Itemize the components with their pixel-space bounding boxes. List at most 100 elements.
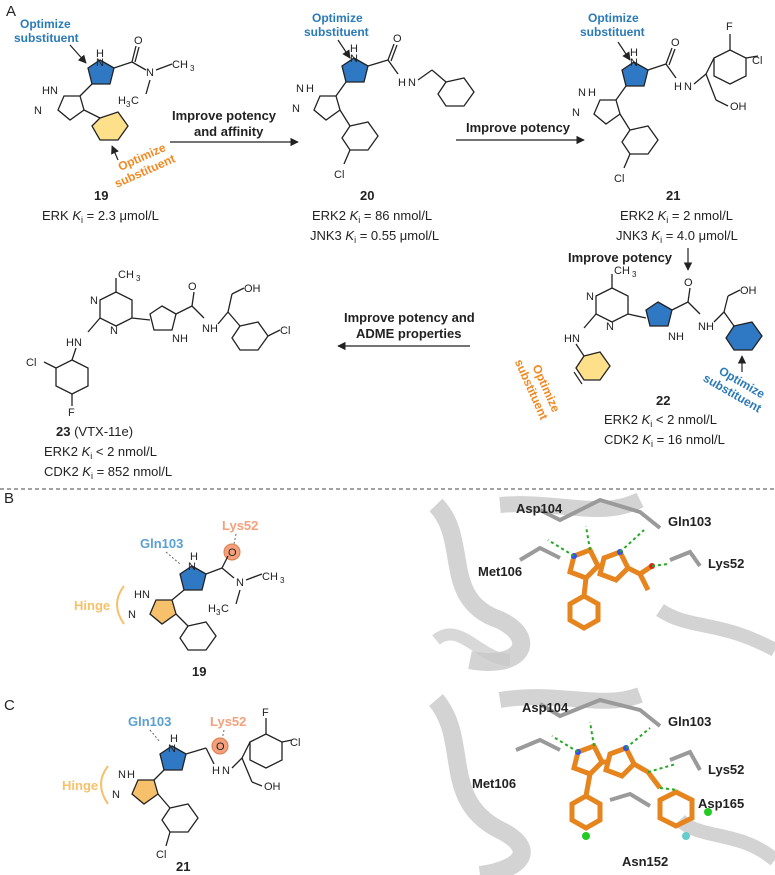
interactions-lys52: Lys52 <box>222 518 258 533</box>
step-label-20-21: Improve potency <box>466 120 571 135</box>
panel-label-a: A <box>6 3 16 20</box>
atom-hn: HN <box>564 333 580 345</box>
compound-20-structure: Optimize substituent H N O H N N H N Cl <box>292 11 475 181</box>
residue-lys52-b: Lys52 <box>708 556 744 571</box>
interactions-lys52: Lys52 <box>210 714 246 729</box>
optimize-label-19-top: Optimize <box>20 17 71 31</box>
interactions-hinge: Hinge <box>74 598 110 613</box>
compound-21-activity-1: ERK2 Ki = 2 nmol/L <box>620 208 733 225</box>
atom-sub3: 3 <box>126 100 131 109</box>
compound-22-id: 22 <box>656 393 670 408</box>
labels-optimize: Optimize <box>312 11 363 25</box>
atom-ch3: CH <box>118 269 134 281</box>
compound-23-structure: N N CH 3 HN Cl F NH O NH OH Cl <box>26 269 290 419</box>
residue-gln103-b: Gln103 <box>668 514 711 529</box>
panel-b-compound-label: 19 <box>192 664 206 679</box>
atom-n: N <box>296 83 304 95</box>
atom-n: N <box>112 789 120 801</box>
atom-n: N <box>222 765 230 777</box>
atom-h: H <box>350 43 358 55</box>
atom-n: N <box>292 103 300 115</box>
atom-n: N <box>118 769 126 781</box>
residue-asn152-c: Asn152 <box>622 854 668 869</box>
atom-sub3: 3 <box>632 270 637 279</box>
panel-c-compound-label: 21 <box>176 859 190 874</box>
atom-o: O <box>188 281 197 293</box>
atom-h: H <box>190 551 198 563</box>
interactions-gln103: Gln103 <box>140 536 183 551</box>
step-label-19-20-line2: and affinity <box>194 124 264 139</box>
atom-ch3: CH <box>172 59 188 71</box>
atom-n: N <box>146 67 154 79</box>
atom-n: N <box>606 321 614 333</box>
panel-label-b: B <box>4 490 14 507</box>
atom-n: N <box>572 107 580 119</box>
atom-n: N <box>34 105 42 117</box>
atom-h: H <box>674 81 682 93</box>
atom-n: N <box>188 561 196 573</box>
atom-h: H <box>212 765 220 777</box>
atom-h: H <box>588 87 596 99</box>
residue-lys52-c: Lys52 <box>708 762 744 777</box>
atom-cl: Cl <box>752 55 762 67</box>
atom-o: O <box>393 33 402 45</box>
atom-n: N <box>90 295 98 307</box>
atom-hn: HN <box>134 589 150 601</box>
arrow-optimize-19-top <box>69 44 87 64</box>
atom-cl: Cl <box>614 173 624 185</box>
atom-sub3: 3 <box>136 274 141 283</box>
atom-h: H <box>630 47 638 59</box>
compound-19-structure: Optimize substituent H N O N CH 3 H 3 C … <box>14 17 195 191</box>
atom-n: N <box>236 577 244 589</box>
hinge-arc-c <box>100 765 109 805</box>
atom-cl: Cl <box>334 169 344 181</box>
atom-cl: Cl <box>290 737 300 749</box>
compound-22-activity-1: ERK2 Ki < 2 nmol/L <box>604 412 717 429</box>
compound-23-activity-2: CDK2 Ki = 852 nmol/L <box>44 464 172 481</box>
arrow-optimize-19-bottom <box>111 145 119 161</box>
compound-19-id: 19 <box>94 188 108 203</box>
atom-sub3: 3 <box>280 576 285 585</box>
atom-n: N <box>96 57 104 69</box>
residue-gln103-c: Gln103 <box>668 714 711 729</box>
atom-h: H <box>306 83 314 95</box>
residue-met106-c: Met106 <box>472 776 516 791</box>
atom-o: O <box>684 277 693 289</box>
atom-n: N <box>630 57 638 69</box>
labels-substituent: substituent <box>304 25 369 39</box>
atom-oh: OH <box>740 285 757 297</box>
compound-19-activity: ERK Ki = 2.3 μmol/L <box>42 208 159 225</box>
atom-h3c: H <box>208 603 216 615</box>
atom-n: N <box>586 291 594 303</box>
atom-cl: Cl <box>280 325 290 337</box>
atom-h: H <box>127 769 135 781</box>
compound-21-id: 21 <box>666 188 680 203</box>
atom-nh: NH <box>172 333 188 345</box>
atom-oh: OH <box>730 101 747 113</box>
atom-n: N <box>168 743 176 755</box>
atom-ch3: CH <box>614 265 630 277</box>
interactions-gln103: Gln103 <box>128 714 171 729</box>
compound-20-activity-2: JNK3 Ki = 0.55 μmol/L <box>310 228 439 245</box>
step-label-19-20-line1: Improve potency <box>172 108 277 123</box>
panel-b-protein-view <box>429 492 775 671</box>
panel-c-protein-view <box>428 687 775 875</box>
lys52-contact-circle-c <box>211 737 229 755</box>
atom-h: H <box>96 48 104 60</box>
atom-sub3: 3 <box>216 608 221 617</box>
step-label-22-23-line1: Improve potency and <box>344 310 475 325</box>
step-label-22-23-line2: ADME properties <box>356 326 461 341</box>
atom-n: N <box>578 87 586 99</box>
atom-oh: OH <box>264 781 281 793</box>
atom-o: O <box>216 741 225 753</box>
compound-20-activity-1: ERK2 Ki = 86 nmol/L <box>312 208 432 225</box>
atom-n: N <box>408 77 416 89</box>
panel-b-structure: Gln103 Lys52 H N O N CH 3 H 3 C HN N Hin… <box>74 518 285 651</box>
residue-asp165-c: Asp165 <box>698 796 744 811</box>
compound-23-activity-1: ERK2 Ki < 2 nmol/L <box>44 444 157 461</box>
atom-o: O <box>671 37 680 49</box>
step-label-21-22: Improve potency <box>568 250 673 265</box>
labels-substituent: substituent <box>580 25 645 39</box>
atom-o: O <box>228 547 237 559</box>
